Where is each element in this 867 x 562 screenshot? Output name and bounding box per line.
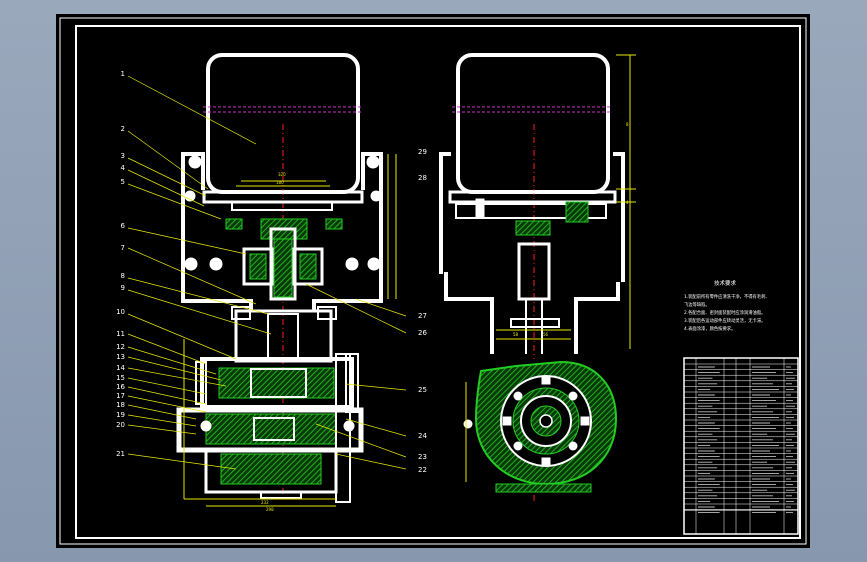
callout-labels: 1 2 3 4 5 6 7 8 9 10 11 12 13 14 15 16 1… (116, 70, 427, 474)
callout-7: 7 (121, 244, 125, 252)
tech-line-2: 飞边等缺陷。 (684, 301, 710, 308)
svg-text:56: 56 (543, 332, 549, 337)
callout-6: 6 (121, 222, 126, 230)
callout-18: 18 (116, 401, 125, 409)
tech-line-1: 1.装配前所有零件应清洗干净，不得有毛刺、 (684, 293, 770, 300)
parts-list-table (683, 357, 799, 535)
callout-15: 15 (116, 374, 125, 382)
svg-text:320: 320 (278, 172, 286, 177)
callout-leaders-left (127, 75, 407, 470)
callout-12: 12 (116, 343, 125, 351)
callout-22: 22 (418, 466, 427, 474)
callout-8: 8 (121, 272, 125, 280)
callout-29: 29 (418, 148, 427, 156)
callout-14: 14 (116, 364, 125, 372)
svg-text:298: 298 (266, 507, 274, 512)
tech-line-5: 4.表面涂漆，颜色按要求。 (684, 325, 735, 332)
callout-11: 11 (116, 330, 125, 338)
svg-text:4: 4 (626, 200, 629, 205)
callout-26: 26 (418, 329, 427, 337)
callout-17: 17 (116, 392, 125, 400)
svg-text:58: 58 (513, 332, 519, 337)
callout-23: 23 (418, 453, 427, 461)
right-view: 58 56 8 4 (439, 53, 636, 504)
callout-1: 1 (121, 70, 125, 78)
callout-3: 3 (121, 152, 125, 160)
tech-line-3: 2.各配合面、密封面装配时应涂润滑油脂。 (684, 309, 765, 316)
callout-24: 24 (418, 432, 427, 440)
callout-9: 9 (121, 284, 125, 292)
callout-21: 21 (116, 450, 125, 458)
callout-2: 2 (121, 125, 125, 133)
motor-body-right (456, 53, 610, 194)
inner-border (75, 25, 801, 539)
callout-16: 16 (116, 383, 125, 391)
left-view: 232 298 320 180 (176, 53, 397, 512)
tech-requirements-title: 技术要求 (714, 279, 737, 287)
svg-text:8: 8 (626, 122, 629, 127)
outer-border (59, 17, 807, 545)
callout-20: 20 (116, 421, 125, 429)
tech-line-4: 3.装配后各运动部件应转动灵活，无卡滞。 (684, 317, 765, 324)
callout-10: 10 (116, 308, 125, 316)
callout-4: 4 (121, 164, 126, 172)
svg-text:180: 180 (276, 180, 284, 185)
svg-text:232: 232 (261, 500, 269, 505)
tech-requirements: 技术要求 1.装配前所有零件应清洗干净，不得有毛刺、 飞边等缺陷。 2.各配合面… (684, 279, 770, 332)
callout-13: 13 (116, 353, 125, 361)
assembly-drawing: 232 298 320 180 1 2 3 (59, 17, 807, 545)
callout-5: 5 (121, 178, 125, 186)
callout-28: 28 (418, 174, 427, 182)
callout-27: 27 (418, 312, 427, 320)
drawing-sheet: 232 298 320 180 1 2 3 (56, 14, 810, 548)
callout-19: 19 (116, 411, 125, 419)
callout-25: 25 (418, 386, 427, 394)
